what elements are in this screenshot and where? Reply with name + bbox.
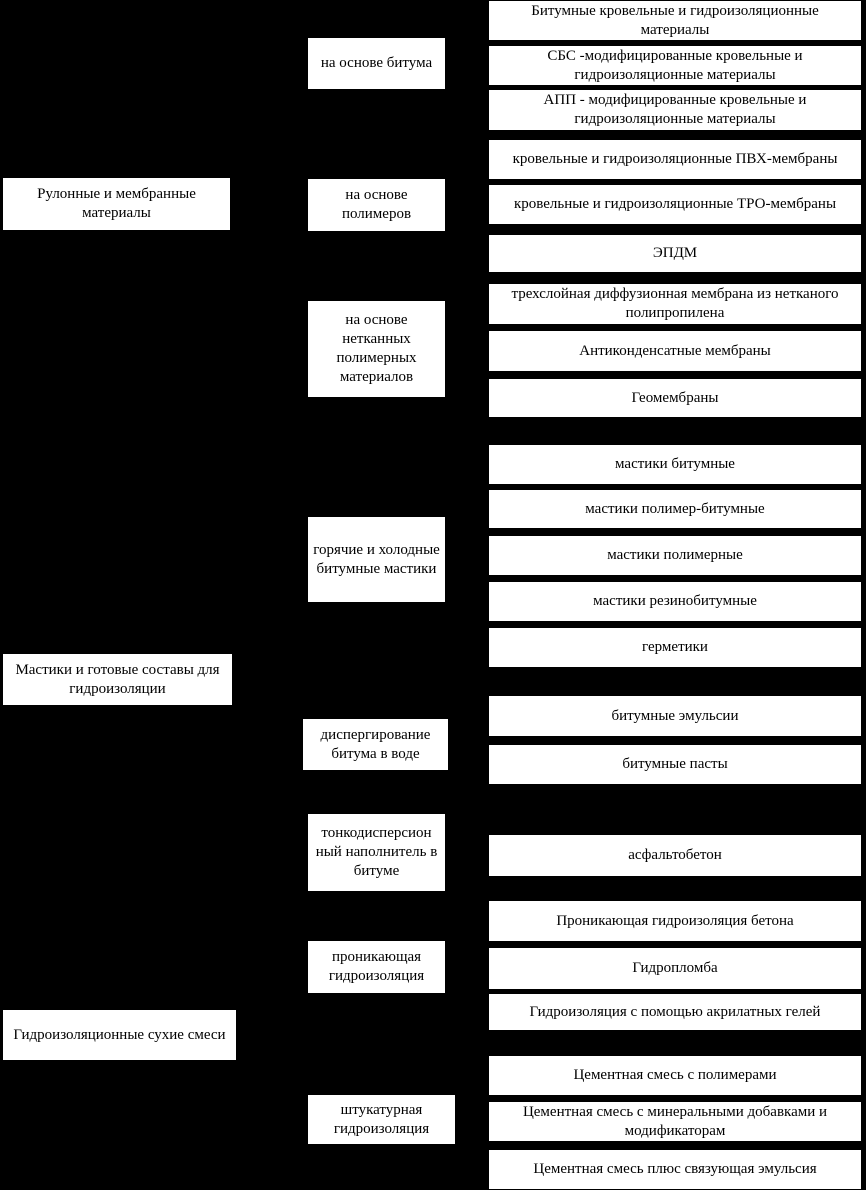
item-hydroplug: Гидропломба (488, 947, 862, 990)
subgroup-bitumen-dispersion: диспергирование битума в воде (302, 718, 449, 771)
item-polymer-bitumen-mastics: мастики полимер-битумные (488, 489, 862, 529)
subgroup-fine-filler: тонкодисперсион ный наполнитель в битуме (307, 813, 446, 892)
item-cement-mineral: Цементная смесь с минеральными добавками… (488, 1101, 862, 1142)
item-geomembranes: Геомембраны (488, 378, 862, 418)
item-epdm: ЭПДМ (488, 234, 862, 273)
category-rolled-membrane: Рулонные и мембранные материалы (2, 177, 231, 231)
subgroup-penetrating: проникающая гидроизоляция (307, 940, 446, 994)
subgroup-hot-cold-mastics: горячие и холодные битумные мастики (307, 516, 446, 603)
category-dry-mixes: Гидроизоляционные сухие смеси (2, 1009, 237, 1061)
item-sbs-materials: СБС -модифицированные кровельные и гидро… (488, 45, 862, 86)
subgroup-nonwoven-based: на основе нетканных полимерных материало… (307, 300, 446, 398)
item-bitumen-mastics: мастики битумные (488, 444, 862, 485)
subgroup-bitumen-based: на основе битума (307, 37, 446, 90)
subgroup-plaster: штукатурная гидроизоляция (307, 1094, 456, 1145)
item-app-materials: АПП - модифицированные кровельные и гидр… (488, 89, 862, 131)
item-bitumen-materials: Битумные кровельные и гидроизоляционные … (488, 0, 862, 41)
item-anticondensate-membranes: Антиконденсатные мембраны (488, 330, 862, 372)
item-tpo-membranes: кровельные и гидроизоляционные ТРО-мембр… (488, 184, 862, 225)
item-cement-polymers: Цементная смесь с полимерами (488, 1055, 862, 1096)
item-asphalt-concrete: асфальтобетон (488, 834, 862, 877)
category-mastics: Мастики и готовые составы для гидроизоля… (2, 653, 233, 706)
item-penetrating-concrete: Проникающая гидроизоляция бетона (488, 900, 862, 942)
item-bitumen-pastes: битумные пасты (488, 744, 862, 785)
item-diffusion-membrane: трехслойная диффузионная мембрана из нет… (488, 283, 862, 325)
item-bitumen-emulsions: битумные эмульсии (488, 695, 862, 737)
item-acrylate-gels: Гидроизоляция с помощью акрилатных гелей (488, 993, 862, 1031)
item-pvc-membranes: кровельные и гидроизоляционные ПВХ-мембр… (488, 139, 862, 180)
subgroup-polymer-based: на основе полимеров (307, 178, 446, 232)
item-rubber-bitumen-mastics: мастики резинобитумные (488, 581, 862, 622)
item-polymer-mastics: мастики полимерные (488, 535, 862, 576)
item-cement-emulsion: Цементная смесь плюс связующая эмульсия (488, 1149, 862, 1190)
item-sealants: герметики (488, 627, 862, 668)
